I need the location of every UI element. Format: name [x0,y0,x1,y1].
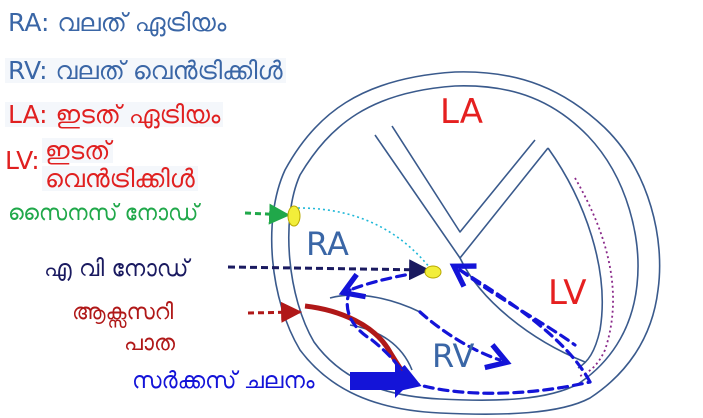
circus-bottom [394,365,592,395]
accessory-arrow [247,301,303,323]
chamber-lv: LV [548,273,587,313]
legend-rv-text: വലത് വെൻട്രിക്കിൾ [55,56,283,85]
legend-la: LA: ഇടത് ഏട്രിയം [5,100,224,129]
legend-la-abbr: LA: [8,100,48,129]
legend-lv-line2: വെൻട്രിക്കിൾ [42,166,198,191]
circus-big-arrow [350,364,412,398]
av-arrow [227,259,431,281]
lv-inner-wall [547,147,603,369]
label-circus: സർക്കസ് ചലനം [132,368,315,394]
circus-inner [418,310,512,371]
sinus-node [287,205,301,227]
septum-inner [391,125,536,233]
chamber-ra: RA [306,225,349,263]
legend-lv-line1: ഇടത് [42,138,114,163]
av-node [424,265,442,279]
legend-rv: RV: വലത് വെൻട്രിക്കിൾ [5,58,286,83]
circus-loop [338,263,592,395]
circus-left [345,288,412,384]
circus-right [449,263,592,384]
legend-lv-abbr: LV: [5,146,40,175]
legend-la-text: ഇടത് ഏട്രിയം [55,100,221,129]
circus-top [338,268,437,300]
label-accessory-line2: പാത [124,331,175,356]
label-sinus-node: സൈനസ് നോഡ് [8,201,199,226]
inner-wall [288,85,639,401]
internodal-path [297,207,431,269]
rv-floor [349,324,413,371]
atrial-septum [374,134,549,259]
rv-wall [329,294,421,313]
outer-wall [271,71,661,415]
chamber-la: LA [440,92,483,132]
chamber-rv: RV [432,337,475,375]
heart-outline [271,71,661,415]
label-av-node: എ വി നോഡ് [44,256,189,282]
legend-ra-abbr: RA: [8,8,50,37]
sinus-arrow [244,203,291,225]
legend-rv-abbr: RV: [8,56,48,85]
circus-right-2 [458,268,577,347]
label-accessory-line1: ആക്സസറി [72,300,174,325]
legend-ra-text: വലത് ഏട്രിയം [57,8,227,37]
legend-ra: RA: വലത് ഏട്രിയം [8,10,226,35]
